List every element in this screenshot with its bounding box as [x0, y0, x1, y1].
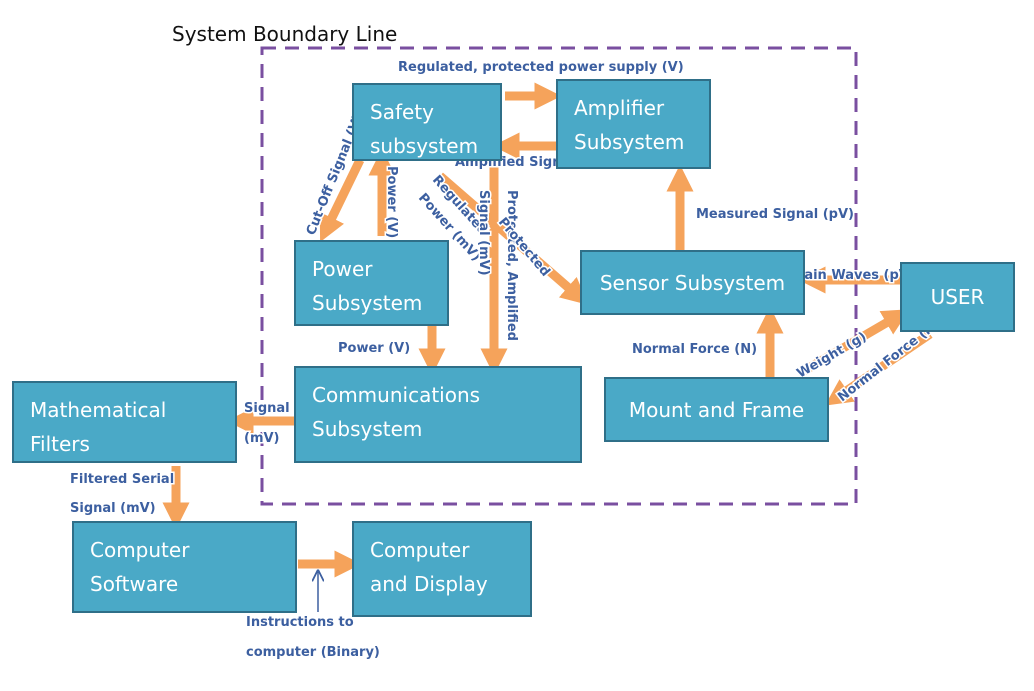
label-weight: Weight (g) [795, 330, 870, 382]
arrow-mount-to-user [799, 309, 910, 376]
label-power-vertical: Power (V) [384, 166, 399, 238]
label-protected: Protected [495, 215, 553, 280]
label-signal-unit: (mV) [244, 431, 280, 446]
label-signal: Signal [244, 401, 290, 416]
label-filtered-serial: Filtered Serial [70, 472, 174, 487]
mathematical-filters-block: Mathematical Filters [12, 381, 237, 463]
boundary-title: System Boundary Line [172, 22, 398, 46]
label-brain-waves: Brain Waves (pV) [788, 268, 915, 283]
label-protected-amplified: Protected, Amplified [504, 190, 519, 341]
power-subsystem-block: Power Subsystem [294, 240, 449, 326]
label-instructions-binary: computer (Binary) [246, 645, 380, 660]
arrow-safety-to-sensor [437, 172, 589, 305]
computer-software-block: Computer Software [72, 521, 297, 613]
label-measured-signal: Measured Signal (pV) [696, 207, 854, 222]
label-protected-signal: Signal (mV) [476, 190, 491, 276]
mount-and-frame-block: Mount and Frame [604, 377, 829, 442]
amplifier-subsystem-block: Amplifier Subsystem [556, 79, 711, 169]
communications-subsystem-block: Communications Subsystem [294, 366, 582, 463]
system-boundary-line [260, 46, 858, 506]
arrow-safety-to-power [319, 158, 365, 243]
safety-subsystem-block: Safety subsystem [352, 83, 502, 161]
label-regulated-supply: Regulated, protected power supply (V) [398, 60, 684, 75]
arrow-user-to-mount [824, 330, 933, 406]
label-instructions: Instructions to [246, 615, 354, 630]
label-normal-force-left: Normal Force (N) [632, 342, 757, 357]
computer-and-display-block: Computer and Display [352, 521, 532, 617]
user-block: USER [900, 262, 1015, 332]
sensor-subsystem-block: Sensor Subsystem [580, 250, 805, 315]
label-power-v: Power (V) [338, 341, 410, 356]
label-filtered-signal: Signal (mV) [70, 501, 156, 516]
